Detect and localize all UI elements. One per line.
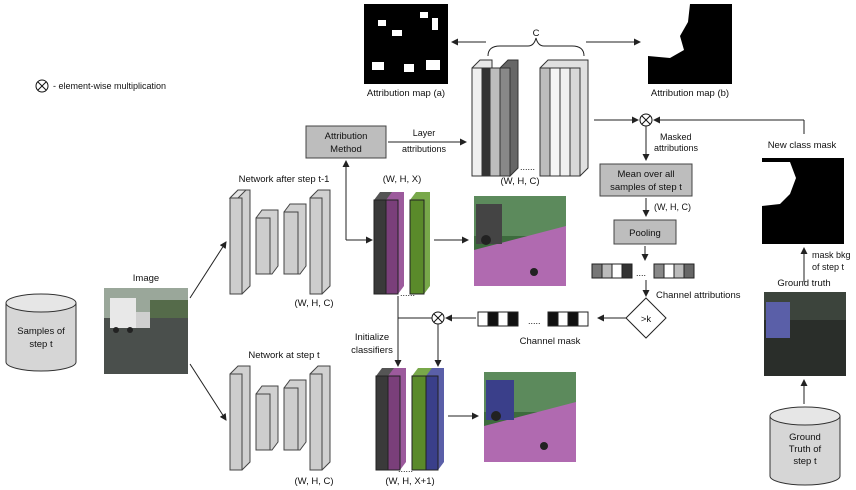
feature-blocks-prev: (W, H, X) ...... (373, 174, 430, 298)
whc-cur: (W, H, C) (294, 476, 333, 487)
network-cur-label: Network at step t (248, 350, 320, 361)
attribution-stack: ...... (W, H, C) (471, 59, 589, 187)
dots-mask: ..... (528, 316, 541, 326)
pooling-text: Pooling (629, 228, 661, 239)
layer-attr-2: attributions (402, 144, 447, 154)
pooling-box: Pooling (613, 219, 677, 245)
legend: - element-wise multiplication (35, 79, 166, 93)
segmentation-prev (474, 196, 566, 286)
mean-box: Mean over all samples of step t (599, 163, 693, 197)
samples-label-2: step t (29, 339, 53, 350)
attribution-map-a: Attribution map (a) (364, 4, 448, 99)
whc-mean: (W, H, C) (654, 202, 691, 212)
masked-1: Masked (660, 132, 692, 142)
attr-map-a-label: Attribution map (a) (367, 88, 445, 99)
whx-label: (W, H, X) (383, 174, 422, 185)
mean-text-2: samples of step t (610, 182, 682, 193)
segmentation-cur (484, 372, 576, 462)
samples-label-1: Samples of (17, 326, 65, 337)
channel-mask-label: Channel mask (520, 336, 581, 347)
new-class-mask-label: New class mask (768, 140, 837, 151)
gt-db-2: Truth of (789, 444, 822, 455)
samples-database: Samples of step t (5, 293, 77, 372)
c-label: C (533, 28, 540, 39)
channel-attr-label: Channel attributions (656, 290, 741, 301)
multiply-node-lower (431, 311, 445, 325)
init-label-2: classifiers (351, 345, 393, 356)
gt-db-3: step t (793, 456, 817, 467)
mask-bkg-2: of step t (812, 262, 845, 272)
ground-truth-database: Ground Truth of step t (769, 406, 841, 486)
ground-truth-label: Ground truth (777, 278, 830, 289)
mean-text-1: Mean over all (617, 169, 674, 180)
gt-db-1: Ground (789, 432, 821, 443)
whc-stack: (W, H, C) (500, 176, 539, 187)
attribution-method-box: Attribution Method (305, 125, 387, 159)
whc-prev: (W, H, C) (294, 298, 333, 309)
channel-mask-vector: ..... Channel mask (477, 311, 589, 347)
image-label: Image (133, 273, 159, 284)
threshold-label: >k (641, 314, 652, 325)
threshold-diamond: >k (625, 297, 667, 339)
ground-truth-image: Ground truth (764, 278, 846, 376)
masked-2: attributions (654, 143, 699, 153)
whx1-label: (W, H, X+1) (385, 476, 434, 487)
network-prev: Network after step t-1 (W, H, C) (228, 174, 334, 309)
network-prev-label: Network after step t-1 (239, 174, 330, 185)
dots-a: ...... (400, 288, 415, 298)
attr-method-text-1: Attribution (325, 131, 368, 142)
feature-blocks-cur: ...... (W, H, X+1) (375, 368, 444, 487)
network-cur: Network at step t (W, H, C) (229, 350, 334, 487)
new-class-mask: New class mask (762, 140, 844, 244)
dots-stack: ...... (520, 162, 535, 172)
attribution-map-b: Attribution map (b) (648, 4, 732, 99)
layer-attr-1: Layer (413, 128, 436, 138)
init-label-1: Initialize (355, 332, 389, 343)
dots-b: ...... (398, 464, 413, 474)
mask-bkg-1: mask bkg (812, 250, 851, 260)
attr-map-b-label: Attribution map (b) (651, 88, 729, 99)
attr-method-text-2: Method (330, 144, 362, 155)
legend-text: - element-wise multiplication (53, 81, 166, 91)
dots-chattr: .... (636, 268, 646, 278)
input-image: Image (104, 273, 188, 374)
multiply-node-upper (639, 113, 653, 127)
channel-attribution-vector: .... Channel attributions (591, 263, 741, 301)
